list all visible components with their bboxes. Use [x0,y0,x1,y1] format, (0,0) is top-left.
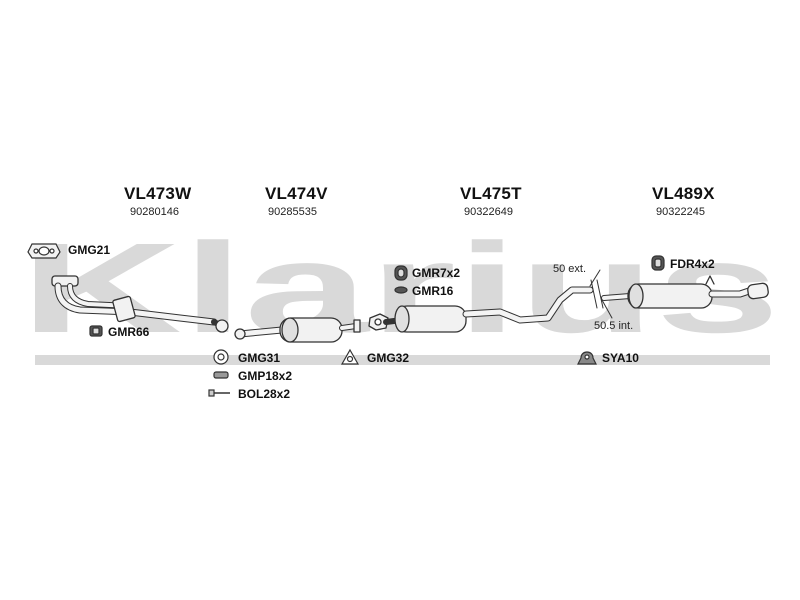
assembly-code-vl474v: VL474V [265,184,328,203]
rubber-ring-gmr7-icon [394,265,408,281]
triangle-gasket-gmg32-icon [340,348,360,365]
part-label-gmg21: GMG21 [68,243,111,257]
front-silencer-vl474v [234,317,361,343]
assembly-code-vl475t: VL475T [460,184,522,203]
assembly-number-vl474v: 90285535 [268,206,317,218]
gasket-gmg21-icon [27,243,61,259]
clamp-sya10-icon [577,351,597,365]
rubber-mount-gmr66-icon [89,325,103,337]
part-icons [27,243,665,397]
bolt-bol28-icon [208,389,230,397]
part-label-gmg31: GMG31 [238,351,281,365]
center-silencer-vl475t [368,286,594,333]
watermark-underline [35,355,770,365]
part-label-gmp18: GMP18x2 [238,369,293,383]
rubber-mount-gmr16-icon [394,286,408,294]
part-label-sya10: SYA10 [602,351,639,365]
assembly-number-vl475t: 90322649 [464,206,513,218]
part-label-gmr16: GMR16 [412,284,454,298]
part-label-fdr4: FDR4x2 [670,257,715,271]
dimension-ext-label: 50 ext. [553,263,587,275]
front-downpipe-vl473w [51,275,229,333]
rear-silencer-vl489x [601,275,769,309]
assembly-number-vl489x: 90322245 [656,206,705,218]
clamp-gmp18-icon [213,371,229,379]
part-label-gmr66: GMR66 [108,325,150,339]
rubber-hanger-fdr4-icon [651,255,665,271]
assembly-code-vl489x: VL489X [652,184,715,203]
part-label-gmr7: GMR7x2 [412,266,461,280]
part-label-gmg32: GMG32 [367,351,410,365]
joint-cut-marks [589,269,613,319]
dimension-int-label: 50.5 int. [594,320,634,332]
ring-gasket-gmg31-icon [213,349,229,365]
assembly-code-vl473w: VL473W [124,184,192,203]
part-label-bol28: BOL28x2 [238,387,291,401]
assembly-number-vl473w: 90280146 [130,206,179,218]
